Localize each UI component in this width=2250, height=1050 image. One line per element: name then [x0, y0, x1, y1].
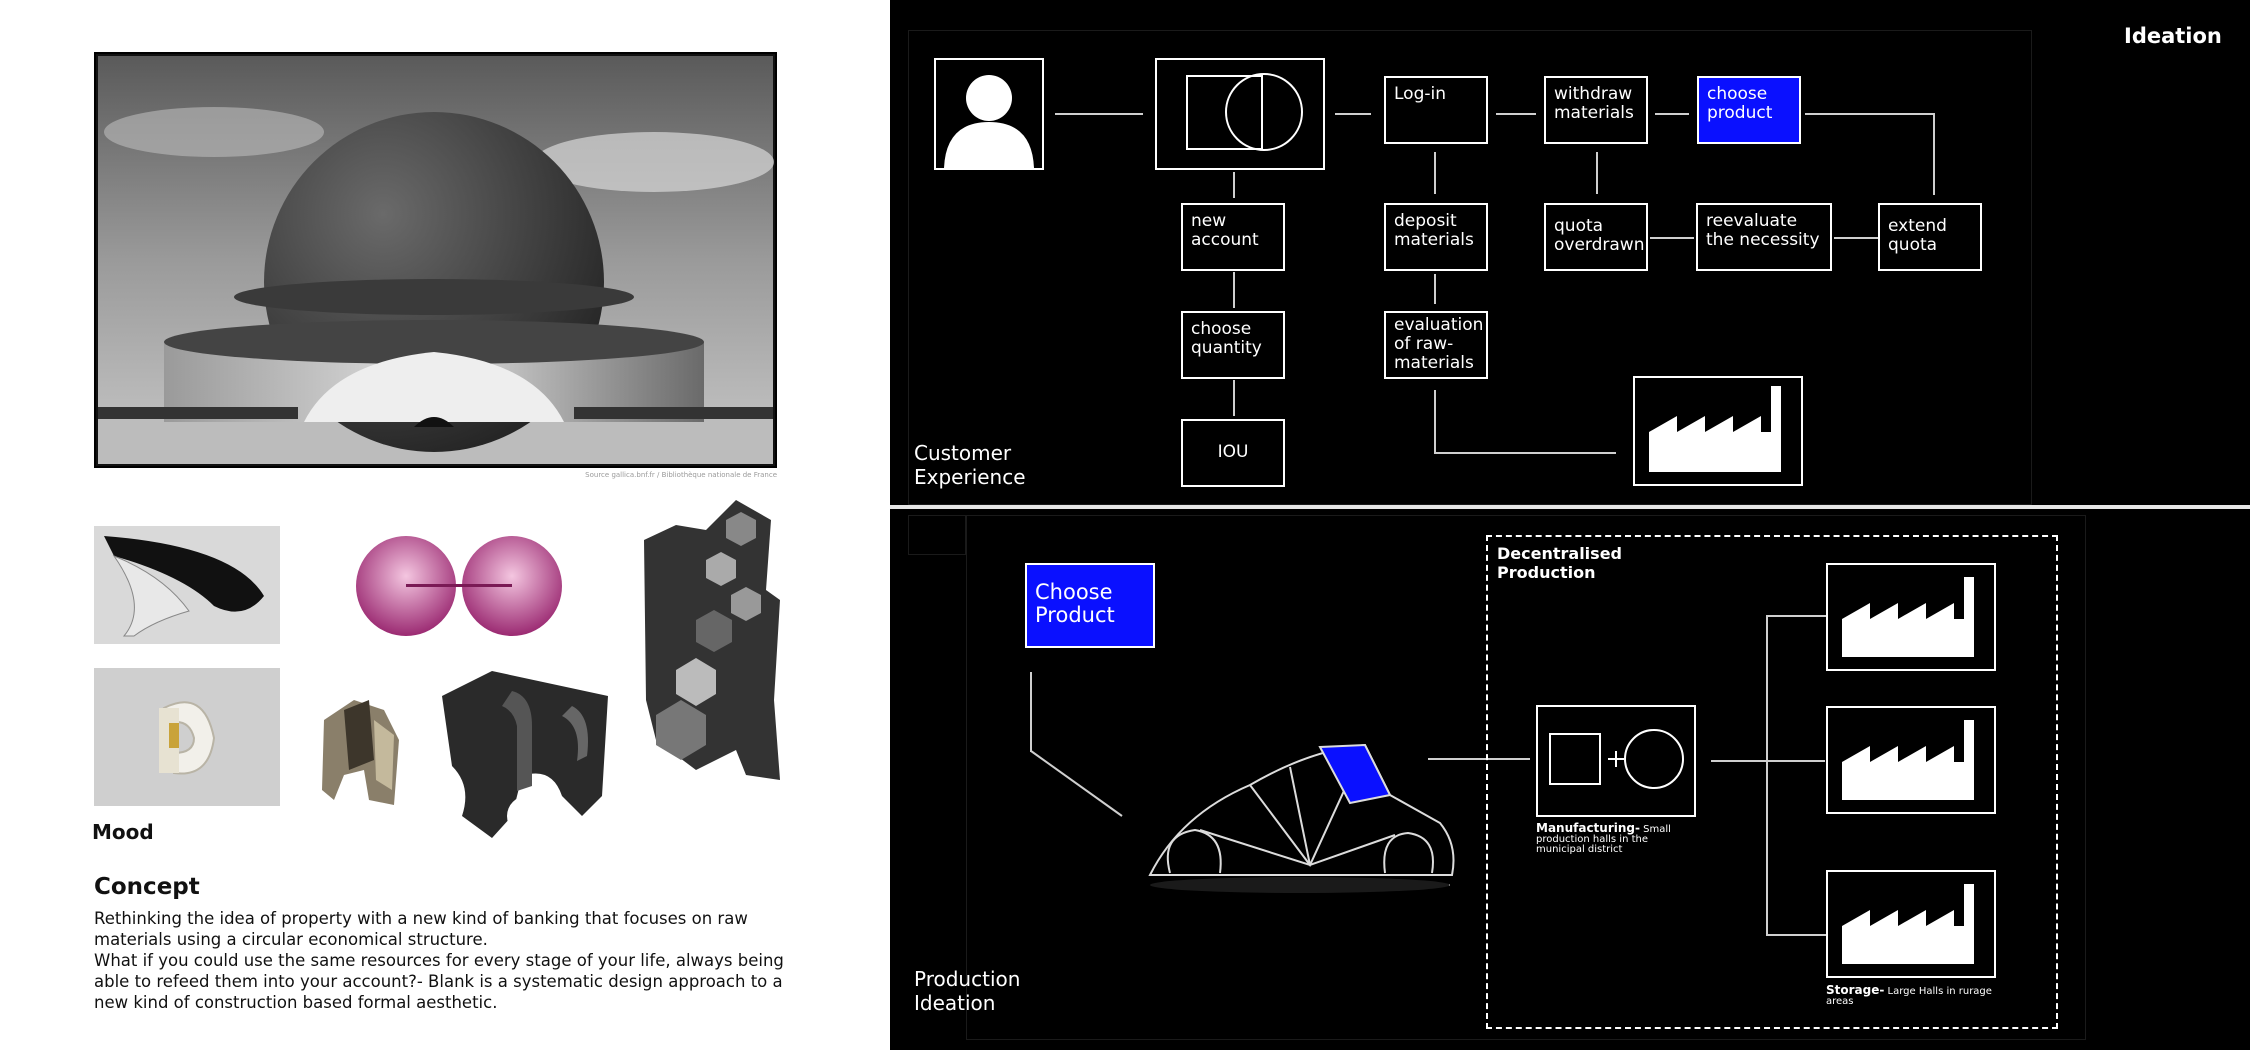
- iou-box: IOU: [1181, 419, 1285, 487]
- concept-title: Concept: [94, 874, 200, 900]
- car-sketch: [1140, 735, 1460, 895]
- section-divider: [890, 505, 2250, 509]
- deposit-box: deposit materials: [1384, 203, 1488, 271]
- decentralised-production-frame: [1486, 535, 2058, 1029]
- manufacturing-caption: Manufacturing- Small production halls in…: [1536, 821, 1696, 855]
- mood-image-black-arches: [432, 666, 608, 842]
- connector: [1335, 113, 1371, 115]
- factory-box: [1826, 563, 1996, 671]
- ideation-title: Ideation: [2124, 24, 2222, 48]
- choose-product-panel: Choose Product: [1025, 563, 1155, 648]
- connector: [1766, 615, 1826, 617]
- connector: [1233, 380, 1235, 416]
- square-circle-icon: [1186, 73, 1303, 151]
- connector: [1766, 934, 1826, 936]
- extend-quota-box: extend quota: [1878, 203, 1982, 271]
- square-plus-circle-icon: [1549, 729, 1684, 789]
- storage-caption-bold: Storage-: [1826, 983, 1885, 997]
- factory-icon: [1842, 577, 1974, 657]
- connector: [1596, 152, 1598, 194]
- storage-factory-box: [1826, 870, 1996, 978]
- login-box: Log-in: [1384, 76, 1488, 144]
- section-label-line: Ideation: [914, 991, 996, 1015]
- mood-label: Mood: [92, 820, 154, 844]
- factory-icon: [1842, 720, 1974, 800]
- painting-credit: Source gallica.bnf.fr / Bibliothèque nat…: [585, 471, 777, 479]
- mood-image-wood-blocks: [314, 680, 409, 810]
- concept-line: new kind of construction based formal ae…: [94, 993, 498, 1012]
- withdraw-box: withdraw materials: [1544, 76, 1648, 144]
- choose-product-box: choose product: [1697, 76, 1801, 144]
- connector: [1650, 237, 1694, 239]
- mood-image-black-curve: [94, 526, 280, 644]
- manufacturing-box: [1536, 705, 1696, 817]
- connector: [1496, 113, 1536, 115]
- connector: [1805, 113, 1935, 115]
- factory-box: [1826, 706, 1996, 814]
- decentralised-title-line: Decentralised: [1497, 544, 1622, 563]
- diagonal-connector: [1030, 750, 1123, 817]
- new-account-box: new account: [1181, 203, 1285, 271]
- user-icon-box: [934, 58, 1044, 170]
- decentralised-title-line: Production: [1497, 563, 1596, 582]
- factory-box: [1633, 376, 1803, 486]
- connector: [1428, 758, 1530, 760]
- reevaluate-box: reevaluate the necessity: [1696, 203, 1832, 271]
- concept-line: What if you could use the same resources…: [94, 951, 784, 970]
- connector: [1711, 760, 1825, 762]
- connector: [1233, 272, 1235, 308]
- customer-experience-label: Customer Experience: [914, 441, 1026, 489]
- ideation-frame: [908, 30, 2032, 505]
- production-frame: [966, 515, 2086, 1040]
- connector: [1030, 672, 1032, 752]
- left-page: Source gallica.bnf.fr / Bibliothèque nat…: [0, 0, 890, 1050]
- boullee-cenotaph-painting: [92, 50, 779, 470]
- user-icon: [944, 75, 1034, 168]
- mood-image-white-sculpture: [94, 668, 280, 806]
- concept-text: Rethinking the idea of property with a n…: [94, 908, 884, 1013]
- section-label-line: Production: [914, 967, 1021, 991]
- connector: [1933, 113, 1935, 195]
- factory-icon: [1649, 386, 1781, 472]
- connector: [1766, 615, 1768, 935]
- concept-line: materials using a circular economical st…: [94, 930, 488, 949]
- connector: [1233, 172, 1235, 198]
- evaluation-box: evaluation of raw-materials: [1384, 311, 1488, 379]
- section-label-line: Experience: [914, 465, 1026, 489]
- section-label-line: Customer: [914, 441, 1012, 465]
- factory-icon: [1842, 884, 1974, 964]
- production-frame-tab: [908, 515, 966, 555]
- manufacturing-caption-bold: Manufacturing-: [1536, 821, 1640, 835]
- concept-line: Rethinking the idea of property with a n…: [94, 909, 748, 928]
- storage-caption: Storage- Large Halls in rurage areas: [1826, 983, 2006, 1007]
- mood-image-hexagon-tower: [636, 500, 780, 782]
- venn-icon-box: [1155, 58, 1325, 170]
- quota-overdrawn-box: quota overdrawn: [1544, 203, 1648, 271]
- mood-image-pink-cones: [354, 534, 564, 638]
- connector: [1055, 113, 1143, 115]
- connector: [1434, 274, 1436, 304]
- concept-line: able to refeed them into your account?- …: [94, 972, 783, 991]
- connector: [1655, 113, 1689, 115]
- manufacturing-caption-text: Small production halls in the municipal …: [1536, 824, 1671, 855]
- connector: [1434, 390, 1436, 454]
- connector: [1434, 452, 1616, 454]
- connector: [1434, 152, 1436, 194]
- storage-caption-text: Large Halls in rurage areas: [1826, 986, 1992, 1007]
- production-ideation-label: Production Ideation: [914, 967, 1020, 1015]
- choose-quantity-box: choose quantity: [1181, 311, 1285, 379]
- right-page: [890, 0, 2250, 1050]
- connector: [1834, 237, 1878, 239]
- decentralised-title: Decentralised Production: [1497, 544, 1622, 582]
